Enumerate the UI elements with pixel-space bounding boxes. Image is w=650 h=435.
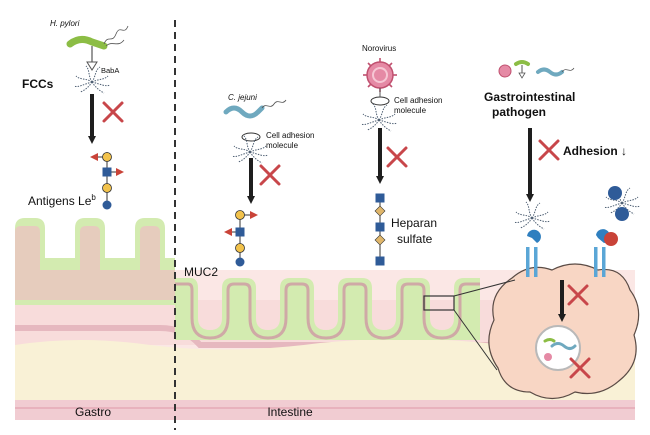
heparan-line2: sulfate xyxy=(397,232,433,246)
muc2-label: MUC2 xyxy=(184,265,218,279)
zoom-connector-bottom xyxy=(453,309,498,371)
baba-label: BabA xyxy=(101,66,119,75)
zoom-box xyxy=(423,295,455,311)
h-pylori-inhibit-x-icon xyxy=(102,101,124,123)
gi-pathogen-icons xyxy=(498,60,575,79)
c-jejuni-glycan-chain-icon xyxy=(224,210,258,267)
cam1-line1: Cell adhesion xyxy=(266,131,314,140)
antigens-label: Antigens Leb xyxy=(28,193,96,208)
h-pylori-label: H. pylori xyxy=(50,19,80,28)
c-jejuni-label: C. jejuni xyxy=(228,93,257,102)
lewis-b-antigen-icon xyxy=(90,152,124,210)
c-jejuni-icon xyxy=(223,105,265,119)
norovirus-icon xyxy=(363,58,397,92)
c-jejuni-panel: C. jejuni Cell adhesion molecule xyxy=(223,93,314,267)
norovirus-glycan-icon xyxy=(360,103,398,132)
c-jejuni-inhibit-x-icon xyxy=(259,164,281,186)
gi-inhibit-x-icon xyxy=(538,139,560,161)
receptor-left-icon xyxy=(513,201,551,277)
gastro-label: Gastro xyxy=(75,405,111,419)
intestinal-villi xyxy=(175,278,480,340)
endocytic-vesicle xyxy=(535,325,581,371)
cam2-line1: Cell adhesion xyxy=(394,96,442,105)
receptor-right-icon xyxy=(594,186,641,277)
norovirus-label: Norovirus xyxy=(362,44,396,53)
gi-line1: Gastrointestinal xyxy=(484,90,575,104)
gi-pathogen-panel: Gastrointestinal pathogen Adhesion ↓ xyxy=(484,60,641,400)
heparan-line1: Heparan xyxy=(391,216,437,230)
h-pylori-icon xyxy=(66,25,129,71)
heparan-sulfate-chain-icon xyxy=(374,193,386,266)
gi-line2: pathogen xyxy=(492,105,546,119)
zoom-connector-top xyxy=(453,279,516,297)
h-pylori-panel: H. pylori BabA FCCs Antigens Leb xyxy=(22,19,129,210)
cam1-line2: molecule xyxy=(266,141,299,150)
cam-ring-icon xyxy=(370,96,390,106)
cam2-line2: molecule xyxy=(394,106,427,115)
norovirus-inhibit-x-icon xyxy=(386,146,408,168)
adhesion-label: Adhesion ↓ xyxy=(563,144,627,158)
antigens-label-superscript: b xyxy=(91,193,96,202)
intestine-label: Intestine xyxy=(267,405,313,419)
antigens-label-text: Antigens Le xyxy=(28,194,92,208)
fccs-label: FCCs xyxy=(22,77,54,91)
norovirus-panel: Norovirus Cell adhesion molecule Hepa xyxy=(360,44,442,266)
gastric-mucosa xyxy=(15,218,175,305)
